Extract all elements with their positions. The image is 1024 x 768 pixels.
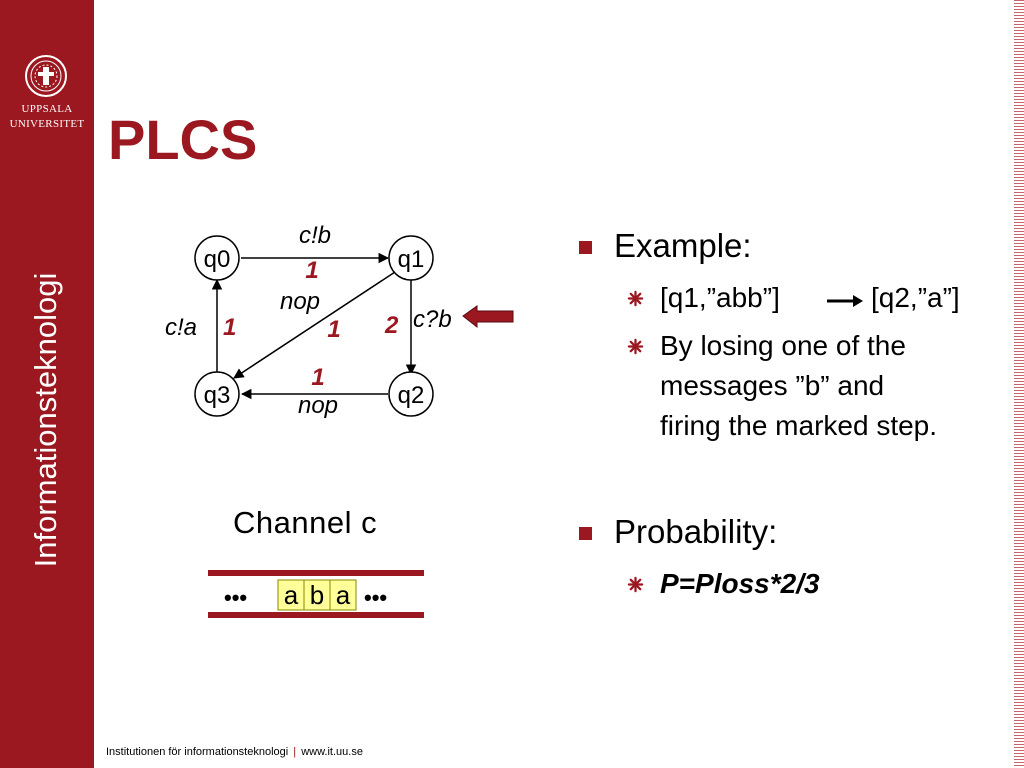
channel-left-dots: ••• <box>224 585 247 610</box>
channel-top-rail <box>208 570 424 576</box>
explanation-line-1: By losing one of the <box>660 330 906 361</box>
bullet-probability-label: Probability: <box>614 513 778 550</box>
edge-label-q1-q3: nop <box>280 288 320 315</box>
star-bullet-icon <box>627 338 644 355</box>
department-label: Informationsteknologi <box>28 272 63 568</box>
footer-separator: | <box>293 746 297 758</box>
slide-title: PLCS <box>108 108 258 171</box>
footer-institution: Institutionen för informationsteknologi <box>106 746 289 758</box>
edge-weight-q3-q0: 1 <box>223 314 236 341</box>
state-q3: q3 <box>194 371 240 417</box>
square-bullet-icon <box>579 527 592 540</box>
right-arrow-icon <box>827 295 863 307</box>
state-label: q1 <box>398 246 425 273</box>
square-bullet-icon <box>579 241 592 254</box>
sidebar-band: UPPSALA UNIVERSITET Informationsteknolog… <box>0 0 94 768</box>
footer-url-link[interactable]: www.it.uu.se <box>301 746 363 758</box>
probability-formula: P=Ploss*2/3 <box>660 568 820 599</box>
state-label: q3 <box>204 382 231 409</box>
channel-title: Channel c <box>233 505 378 540</box>
university-seal-icon <box>25 55 67 97</box>
star-bullet-icon <box>627 576 644 593</box>
decorative-stripe <box>1014 0 1024 768</box>
channel-cell <box>277 579 305 611</box>
edge-label-q2-q3: nop <box>298 392 338 419</box>
left-arrow-icon <box>462 305 514 329</box>
channel-buffer: ••• a b a ••• <box>208 570 424 618</box>
channel-cell <box>303 579 331 611</box>
edge-weight-q2-q3: 1 <box>311 364 324 391</box>
automaton-diagram: q0 q1 q2 q3 c!b 1 nop 1 c!a 1 2 c?b 1 no… <box>165 222 514 419</box>
transition-from: [q1,”abb”] <box>660 282 780 313</box>
transition-to: [q2,”a”] <box>871 282 960 313</box>
edge-q1-q3 <box>233 271 396 379</box>
channel-cell <box>329 579 357 611</box>
logo-line-1: UPPSALA <box>21 103 73 115</box>
channel-message: a <box>336 580 351 610</box>
state-q0: q0 <box>194 235 240 281</box>
channel-message: a <box>284 580 299 610</box>
state-q1: q1 <box>388 235 434 281</box>
channel-right-dots: ••• <box>364 585 387 610</box>
state-q2: q2 <box>388 371 434 417</box>
edge-weight-q0-q1: 1 <box>305 257 318 284</box>
star-bullet-icon <box>627 290 644 307</box>
edge-label-q0-q1: c!b <box>299 222 331 249</box>
channel-bottom-rail <box>208 612 424 618</box>
edge-weight-q1-q2: 2 <box>384 312 399 339</box>
logo-line-2: UNIVERSITET <box>9 118 85 130</box>
explanation-line-3: firing the marked step. <box>660 410 938 441</box>
footer: Institutionen för informationsteknologi … <box>106 746 363 758</box>
channel-message: b <box>310 580 324 610</box>
state-label: q2 <box>398 382 425 409</box>
edge-label-q1-q2: c?b <box>413 306 452 333</box>
explanation-line-2: messages ”b” and <box>660 370 885 401</box>
bullet-example-label: Example: <box>614 227 752 264</box>
edge-weight-q1-q3: 1 <box>327 316 340 343</box>
edge-label-q3-q0: c!a <box>165 314 197 341</box>
state-label: q0 <box>204 246 231 273</box>
